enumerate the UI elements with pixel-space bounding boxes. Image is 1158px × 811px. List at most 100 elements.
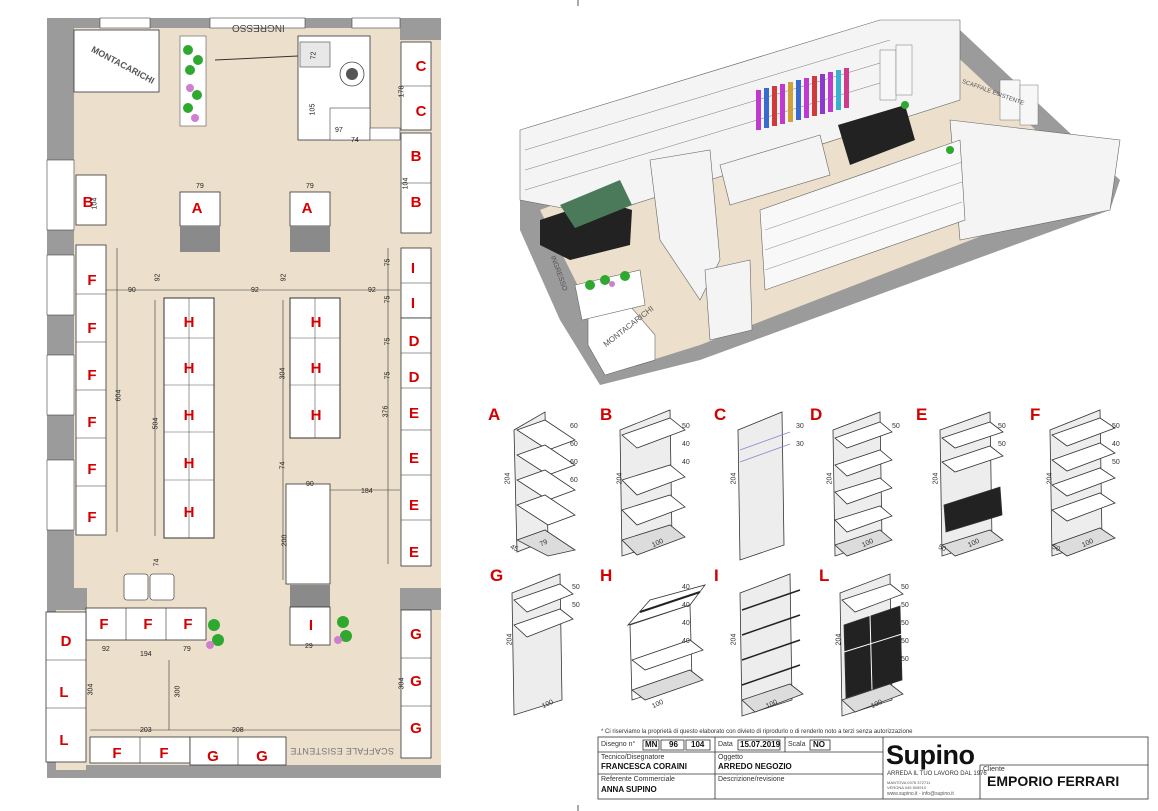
plan-dimension: 376	[382, 405, 390, 418]
fixture-letter: A	[488, 405, 501, 424]
plan-fixture-label: H	[183, 455, 195, 472]
plan-fixture-label: C	[415, 58, 427, 75]
plan-fixture-label: B	[82, 194, 94, 211]
description-label: Descrizione/revisione	[718, 776, 785, 783]
shelf-dimension: 60	[570, 423, 578, 430]
plan-fixture-label: H	[183, 314, 195, 331]
plan-fixture-label: F	[87, 320, 97, 337]
plan-dimension: 92	[368, 287, 376, 294]
date-value: 15.07.2019	[740, 740, 781, 749]
plan-fixture-label: E	[408, 450, 419, 467]
plan-dimension: 194	[140, 651, 152, 658]
plan-fixture-label: H	[183, 407, 195, 424]
plan-fixture-label: F	[87, 461, 97, 478]
plan-fixture-label: L	[59, 684, 69, 701]
object-value: ARREDO NEGOZIO	[718, 762, 792, 771]
plan-fixture-label: F	[183, 616, 193, 633]
plan-fixture-label: C	[415, 103, 427, 120]
plan-dimension: 75	[384, 258, 392, 267]
shelf-dimension: 50	[892, 423, 900, 430]
commercial-ref-value: ANNA SUPINO	[601, 785, 657, 794]
plan-fixture-label: H	[310, 407, 322, 424]
plan-fixture-label: E	[408, 544, 419, 561]
client-label: Cliente	[983, 766, 1005, 773]
date-label: Data	[718, 741, 733, 748]
commercial-ref-label: Referente Commerciale	[601, 776, 675, 783]
perspective-view	[519, 19, 1121, 385]
fixture-height: 204	[730, 633, 738, 646]
entrance-label: INGRESSO	[232, 22, 285, 33]
fixture-height: 204	[1046, 472, 1054, 485]
client-name: EMPORIO FERRARI	[987, 773, 1120, 789]
plan-fixture-label: H	[310, 360, 322, 377]
plan-fixture-label: H	[310, 314, 322, 331]
plan-fixture-label: I	[410, 260, 416, 277]
plan-dimension: 92	[102, 646, 110, 653]
plan-dimension: 75	[384, 337, 392, 346]
shelf-dimension: 50	[901, 584, 909, 591]
plan-dimension: 604	[115, 389, 123, 402]
shelf-dimension: 40	[1112, 441, 1120, 448]
plan-dimension: 79	[183, 646, 191, 653]
shelf-dimension: 60	[570, 459, 578, 466]
plan-fixture-label: L	[59, 732, 69, 749]
plan-dimension: 90	[306, 481, 314, 488]
plan-dimension: 75	[384, 371, 392, 380]
shelf-dimension: 40	[682, 459, 690, 466]
plan-fixture-label: E	[408, 405, 419, 422]
plan-dimension: 79	[196, 183, 204, 190]
fixture-height: 204	[506, 633, 514, 646]
plan-fixture-label: D	[408, 369, 420, 386]
fixture-height: 204	[730, 472, 738, 485]
shelf-dimension: 30	[796, 423, 804, 430]
plan-fixture-label: G	[256, 748, 268, 765]
plan-fixture-label: G	[207, 748, 219, 765]
plan-fixture-label: F	[87, 272, 97, 289]
plan-dimension: 104	[91, 197, 99, 210]
plan-dimension: 92	[280, 273, 288, 282]
plan-fixture-label: A	[191, 200, 203, 217]
shelf-dimension: 40	[682, 441, 690, 448]
shelf-dimension: 60	[570, 441, 578, 448]
plan-fixture-label: F	[159, 745, 169, 762]
object-label: Oggetto	[718, 754, 743, 761]
shelf-dimension: 60	[570, 477, 578, 484]
plan-dimension: 72	[310, 51, 318, 60]
shelf-dimension: 40	[682, 620, 690, 627]
fixture-height: 204	[504, 472, 512, 485]
plan-dimension: 208	[232, 727, 244, 734]
plan-fixture-label: H	[183, 360, 195, 377]
plan-dimension: 304	[87, 683, 95, 696]
fixture-height: 204	[932, 472, 940, 485]
shelf-dimension: 50	[901, 602, 909, 609]
plan-fixture-label: E	[408, 497, 419, 514]
drawing-number-1: 96	[669, 740, 678, 749]
plan-dimension: 75	[384, 295, 392, 304]
plan-dimension: 92	[251, 287, 259, 294]
plan-fixture-label: G	[410, 673, 422, 690]
plan-dimension: 97	[335, 127, 343, 134]
fixture-letter: F	[1030, 405, 1041, 424]
plan-fixture-label: G	[410, 626, 422, 643]
plan-dimension: 504	[152, 417, 160, 430]
plan-fixture-label: I	[410, 295, 416, 312]
plan-fixture-label: H	[183, 504, 195, 521]
drawing-label: Disegno n°	[601, 741, 636, 748]
fixture-letter: C	[714, 405, 727, 424]
shelf-dimension: 50	[1112, 423, 1120, 430]
contact-mantova: MANTOVA 0376 372711	[887, 780, 931, 785]
plan-dimension: 104	[402, 177, 410, 190]
plan-fixture-label: A	[301, 200, 313, 217]
fixture-sketches	[511, 409, 1116, 717]
plan-dimension: 74	[153, 558, 161, 567]
plan-dimension: 105	[309, 103, 317, 116]
fixture-letter: D	[810, 405, 823, 424]
shelf-dimension: 50	[998, 423, 1006, 430]
copyright-note: * Ci riserviamo la proprietà di questo e…	[601, 729, 913, 735]
drawing-number-2: 104	[691, 740, 705, 749]
plan-dimension: 304	[398, 677, 406, 690]
plan-fixture-label: F	[112, 745, 122, 762]
shelf-dimension: 50	[901, 638, 909, 645]
